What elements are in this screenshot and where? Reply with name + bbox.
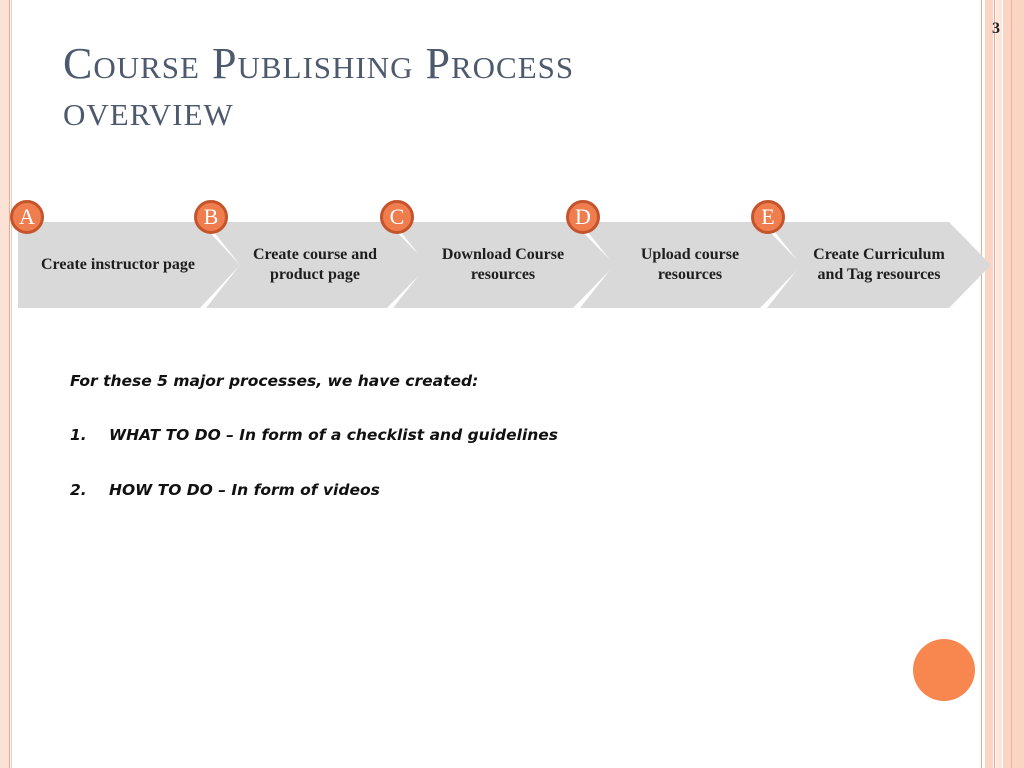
list-item-number: 2. [70, 481, 87, 499]
deliverables-list: 1. WHAT TO DO – In form of a checklist an… [70, 426, 558, 536]
process-step-badge: E [751, 200, 785, 234]
process-step-chevron [18, 222, 240, 308]
slide-title-line-2: overview [63, 86, 234, 135]
process-step-badge: A [10, 200, 44, 234]
decorative-orange-circle [913, 639, 975, 701]
list-item-number: 1. [70, 426, 87, 444]
process-step-label: Download Course resources [441, 245, 565, 284]
right-border-stripe-light [996, 0, 1002, 768]
process-step-label: Create course and product page [252, 245, 378, 284]
intro-text: For these 5 major processes, we have cre… [70, 372, 479, 390]
left-border-stripe [0, 0, 9, 768]
process-step-label: Upload course resources [640, 245, 740, 284]
slide-title: Course Publishing Process overview [63, 40, 963, 134]
process-step-badge: D [566, 200, 600, 234]
process-step-chevron [206, 222, 429, 308]
process-step-label: Create instructor page [40, 255, 196, 273]
right-border-line-3 [1011, 0, 1012, 768]
right-border-line-2 [994, 0, 995, 768]
process-step-chevron [767, 222, 991, 308]
process-step-label: Create Curriculum and Tag resources [813, 245, 945, 284]
right-border-stripe [985, 0, 993, 768]
slide-number: 3 [992, 20, 1000, 37]
left-border-line-inner [11, 0, 12, 768]
list-item-text: WHAT TO DO – In form of a checklist and … [109, 426, 559, 444]
right-border-line [981, 0, 982, 768]
left-border-line [9, 0, 10, 768]
process-step-chevron [393, 222, 615, 308]
process-step-badge: B [194, 200, 228, 234]
list-item: 2. HOW TO DO – In form of videos [70, 481, 558, 536]
list-item: 1. WHAT TO DO – In form of a checklist an… [70, 426, 558, 481]
process-step-badge: C [380, 200, 414, 234]
process-step-chevron [580, 222, 802, 308]
list-item-text: HOW TO DO – In form of videos [109, 481, 380, 499]
slide-title-line-1: Course Publishing Process [63, 39, 575, 88]
process-flow: Create instructor page A Create course and… [0, 190, 1024, 320]
right-border-stripe-outer [1003, 0, 1024, 768]
chevron-arrows [18, 222, 991, 308]
